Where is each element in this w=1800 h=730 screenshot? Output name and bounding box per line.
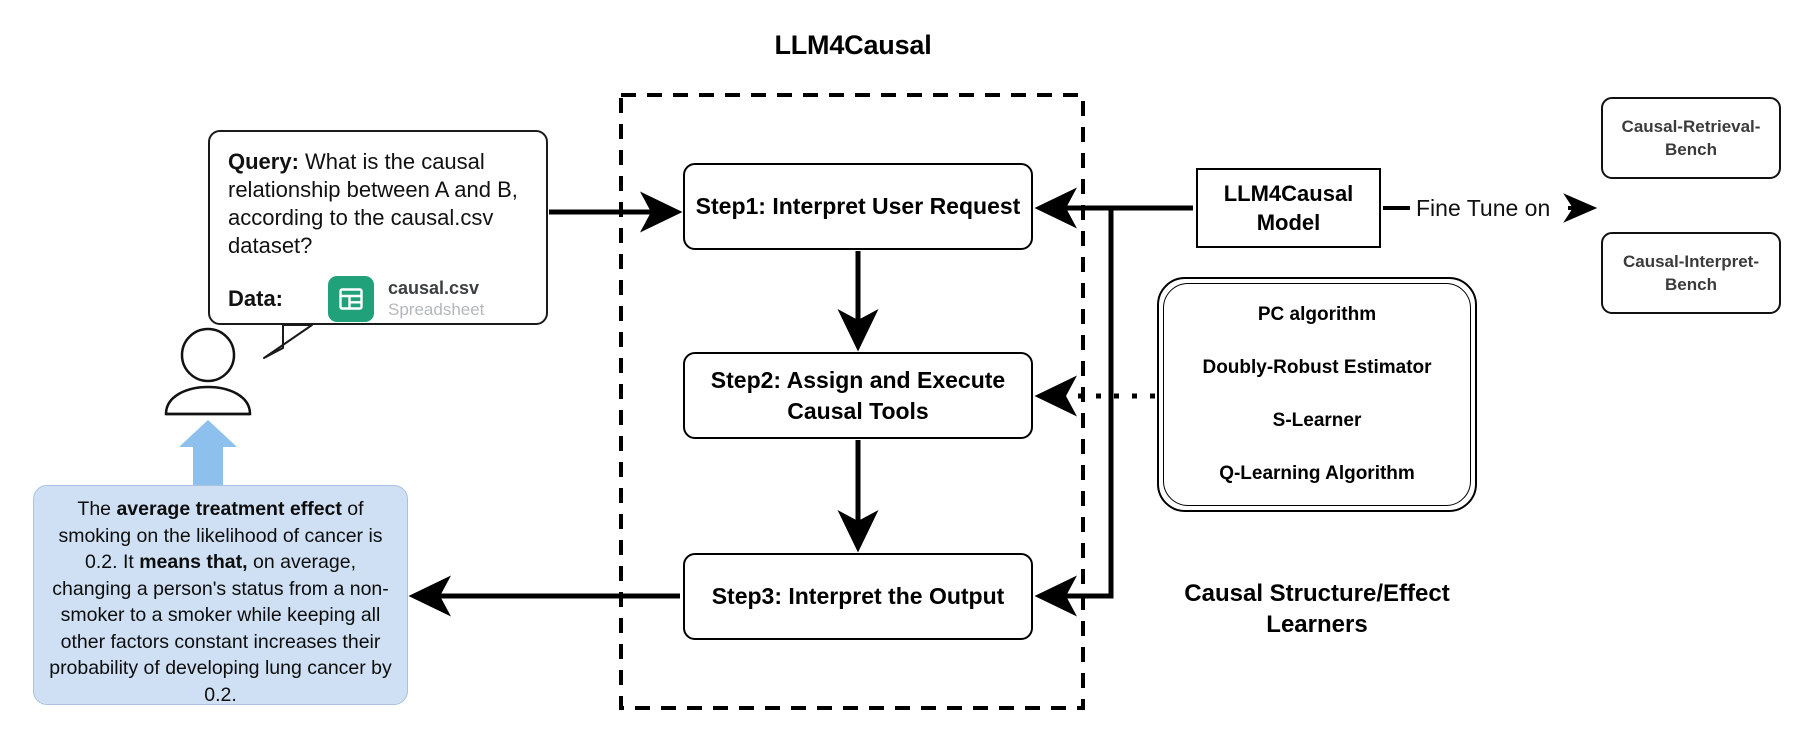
speech-tail [263, 324, 313, 359]
query-text: Query: What is the causal relationship b… [228, 148, 528, 260]
file-kind: Spreadsheet [388, 299, 485, 319]
step1-box[interactable]: Step1: Interpret User Request [683, 163, 1033, 250]
query-bubble: Query: What is the causal relationship b… [208, 130, 548, 325]
edge-model-to-step3 [1034, 208, 1114, 617]
data-row: Data: causal.csv Spreadsheet [228, 276, 528, 322]
model-label: LLM4Causal Model [1223, 181, 1354, 235]
person-body [164, 385, 252, 416]
data-label: Data: [228, 286, 284, 311]
learners-caption: Causal Structure/Effect Learners [1184, 580, 1450, 638]
answer-part-3: on average, changing a person's status f… [49, 551, 392, 706]
file-name: causal.csv [388, 278, 480, 299]
step3-label: Step3: Interpret the Output [711, 583, 1005, 609]
llm4causal-model-box[interactable]: LLM4Causal Model [1196, 168, 1381, 248]
learner-item[interactable]: Doubly-Robust Estimator [1194, 356, 1440, 381]
spreadsheet-icon [328, 276, 374, 322]
answer-part-2: of smoking on the likelihood of cancer i… [58, 498, 383, 573]
causal-interpret-bench-box[interactable]: Causal-Interpret-Bench [1601, 232, 1781, 314]
answer-bold-2: means that, [139, 551, 248, 573]
learners-list: PC algorithm Doubly-Robust Estimator S-L… [1157, 277, 1477, 512]
query-body: What is the causal relationship between … [228, 149, 518, 258]
step1-label: Step1: Interpret User Request [695, 193, 1021, 219]
learner-item[interactable]: S-Learner [1264, 408, 1370, 433]
causal-retrieval-bench-box[interactable]: Causal-Retrieval-Bench [1601, 97, 1781, 179]
bench-retrieval-label: Causal-Retrieval-Bench [1621, 117, 1761, 159]
learner-item[interactable]: Q-Learning Algorithm [1211, 461, 1423, 486]
page-title: LLM4Causal [774, 30, 932, 60]
answer-part-1: The [77, 498, 117, 520]
answer-bold-1: average treatment effect [116, 498, 342, 520]
learner-item[interactable]: PC algorithm [1249, 303, 1385, 328]
file-meta: causal.csv Spreadsheet [388, 278, 484, 319]
step3-box[interactable]: Step3: Interpret the Output [683, 553, 1033, 640]
step2-box[interactable]: Step2: Assign and Execute Causal Tools [683, 352, 1033, 439]
query-label: Query: [228, 149, 299, 174]
answer-bubble: The average treatment effect of smoking … [33, 485, 408, 706]
fine-tune-label: Fine Tune on [1410, 195, 1557, 222]
step2-label: Step2: Assign and Execute Causal Tools [710, 366, 1006, 424]
bench-interpret-label: Causal-Interpret-Bench [1622, 252, 1760, 294]
answer-up-arrow [179, 420, 237, 486]
person-head [180, 327, 236, 383]
